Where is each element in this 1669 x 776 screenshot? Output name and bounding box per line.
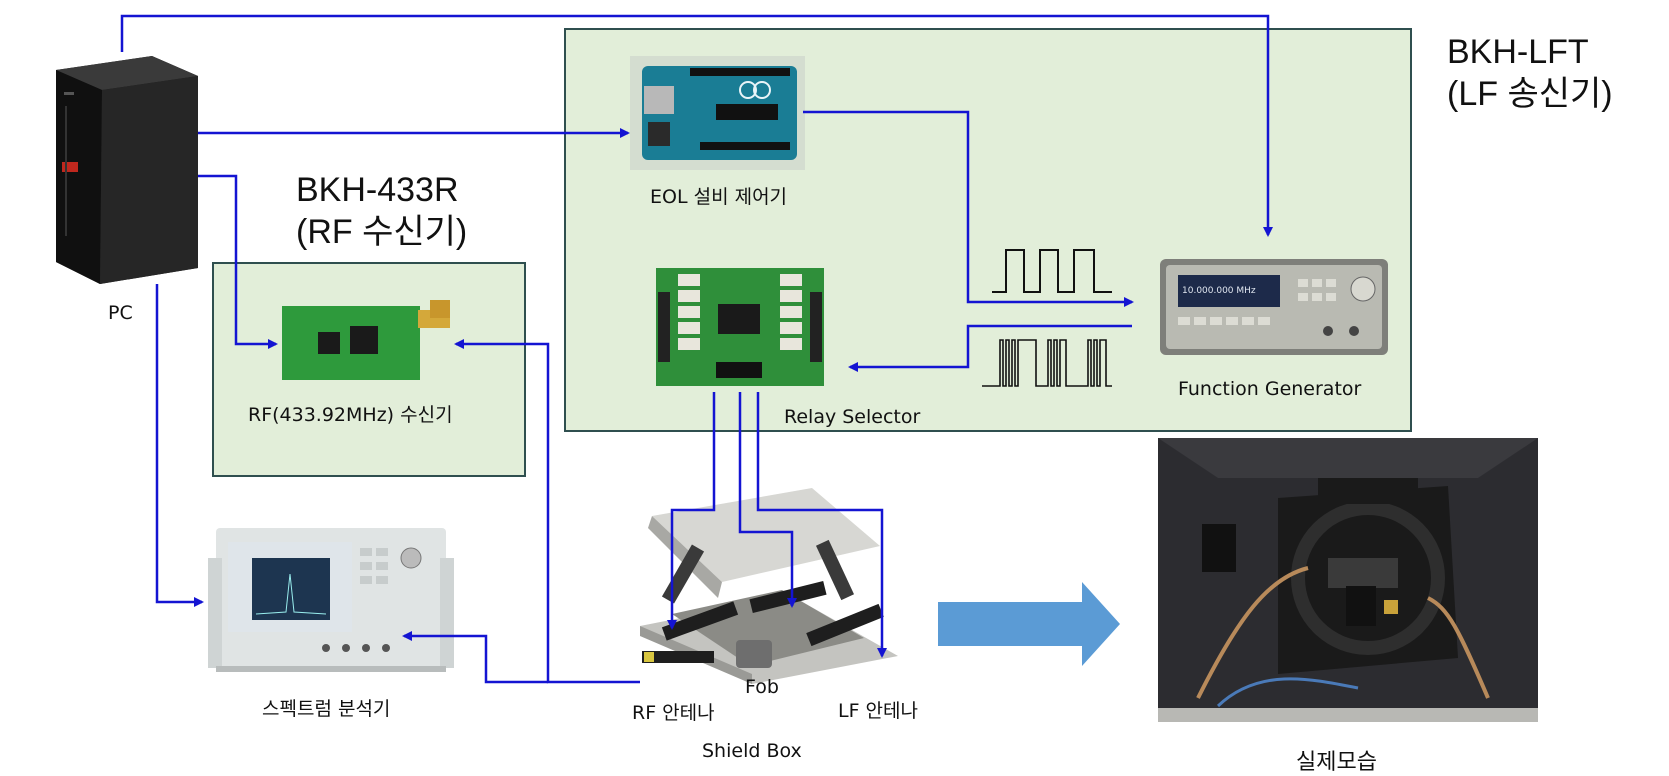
wire-relay-lf-ant: [756, 392, 887, 658]
wire-relay-fob: [738, 392, 797, 608]
square-wave-icon: [992, 249, 1112, 293]
pulse-train-icon: [982, 339, 1112, 387]
wire-eol-to-fg: [803, 110, 1134, 307]
label-spectrum: 스펙트럼 분석기: [262, 698, 391, 720]
wire-relay-rf-ant: [667, 392, 716, 630]
label-lf-antenna: LF 안테나: [838, 700, 918, 722]
wire-pc-to-fg: [120, 14, 1273, 237]
function-generator-icon: 10.000.000 MHz: [1160, 259, 1388, 355]
fg-display-text: 10.000.000 MHz: [1182, 286, 1256, 296]
label-shield-box: Shield Box: [702, 740, 802, 762]
label-function-generator: Function Generator: [1178, 378, 1362, 400]
label-relay: Relay Selector: [784, 406, 921, 428]
lft-title-line2: (LF 송신기): [1447, 75, 1613, 113]
arduino-board-icon: [630, 56, 805, 170]
label-rf-antenna: RF 안테나: [632, 702, 715, 724]
right-arrow-icon: [938, 582, 1120, 666]
label-pc: PC: [108, 302, 133, 324]
label-rf-receiver: RF(433.92MHz) 수신기: [248, 404, 453, 426]
r433-title-line1: BKH-433R: [296, 171, 459, 209]
wire-pc-to-spectrum: [155, 284, 204, 607]
label-eol: EOL 설비 제어기: [650, 186, 788, 208]
r433-title-line2: (RF 수신기): [296, 213, 468, 251]
shield-box-icon: [640, 488, 898, 684]
wire-ant-to-spectrum: [402, 631, 548, 684]
chamber-photo-icon: [1158, 438, 1538, 722]
spectrum-analyzer-icon: [208, 528, 454, 672]
relay-board-icon: [656, 268, 824, 386]
wire-ant-to-rf: [454, 339, 640, 684]
wire-pc-to-rf: [198, 174, 278, 349]
pc-tower-icon: [56, 56, 198, 284]
lft-title-line1: BKH-LFT: [1447, 33, 1589, 71]
label-actual: 실제모습: [1296, 750, 1377, 775]
rf-module-icon: [282, 300, 450, 380]
wire-fg-to-relay: [848, 324, 1132, 372]
label-fob: Fob: [745, 676, 779, 698]
